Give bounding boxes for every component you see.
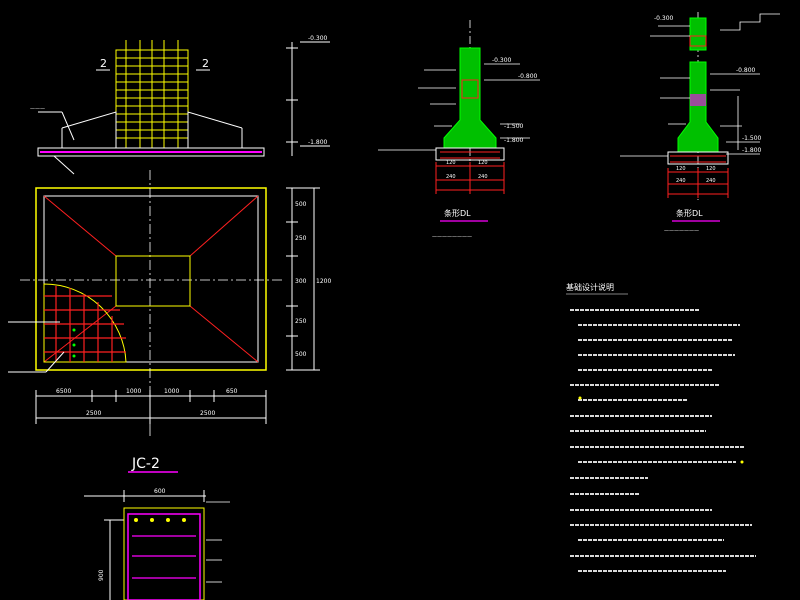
right-detail-title: 条形DL bbox=[676, 208, 703, 218]
left-dim-1: 120 bbox=[446, 160, 456, 166]
notes-text-lines bbox=[570, 309, 756, 572]
plan-dim-bottom-4: 650 bbox=[226, 388, 238, 395]
left-detail-caption: ———————— bbox=[432, 234, 472, 240]
jc2-top-dim: 600 bbox=[154, 488, 166, 495]
right-elev-bottom: -1.800 bbox=[742, 147, 762, 154]
plan-dim-right-total: 1200 bbox=[316, 278, 331, 285]
footing-elevation: 2 2 ——— -0.300 -1.800 bbox=[30, 35, 330, 175]
left-elev-bottom: -1.800 bbox=[504, 137, 524, 144]
elevation-leader-note: ——— bbox=[30, 106, 45, 112]
plan-dim-right bbox=[286, 187, 320, 371]
elevation-dim-right bbox=[286, 41, 330, 156]
right-dim-3: 240 bbox=[676, 178, 686, 184]
plan-dim-right-3: 300 bbox=[295, 278, 307, 285]
plan-dim-bottom-2: 1000 bbox=[126, 388, 141, 395]
plan-dim-right-1: 500 bbox=[295, 201, 307, 208]
plan-dim-bottom-3: 1000 bbox=[164, 388, 179, 395]
jc2-section: JC-2 600 900 bbox=[84, 456, 230, 600]
plan-dim-bottom bbox=[35, 390, 267, 424]
column-rebar-cage bbox=[115, 40, 189, 149]
rebar-mesh bbox=[43, 283, 127, 363]
section-mark-left: 2 bbox=[100, 57, 107, 70]
right-elev-top: -0.300 bbox=[654, 15, 674, 22]
column-outline bbox=[115, 255, 191, 307]
left-dim-3: 240 bbox=[446, 174, 456, 180]
jc2-side-dim: 900 bbox=[98, 569, 105, 581]
plan-dim-right-5: 500 bbox=[295, 351, 307, 358]
plan-dim-bottom-1: 6500 bbox=[56, 388, 71, 395]
right-elev-mid: -0.800 bbox=[736, 67, 756, 74]
notes-title: 基础设计说明 bbox=[566, 282, 614, 292]
plan-dim-right-4: 250 bbox=[295, 318, 307, 325]
jc2-title: JC-2 bbox=[131, 456, 160, 472]
plan-dim-right-2: 250 bbox=[295, 235, 307, 242]
left-elev-mid: -0.800 bbox=[518, 73, 538, 80]
right-elev-low: -1.500 bbox=[742, 135, 762, 142]
right-dim-4: 240 bbox=[706, 178, 716, 184]
right-dim-2: 120 bbox=[706, 166, 716, 172]
footing-plan: 500 250 300 250 500 1200 6500 1000 1000 … bbox=[8, 170, 331, 436]
footing-outline bbox=[37, 111, 265, 157]
section-mark-right: 2 bbox=[202, 57, 209, 70]
elevation-bottom-label: -1.800 bbox=[308, 139, 328, 146]
strip-footing-detail-right: -0.300 -0.800 -1.500 -1.800 120 120 240 … bbox=[620, 12, 780, 234]
elevation-top-label: -0.300 bbox=[308, 35, 328, 42]
right-dim-1: 120 bbox=[676, 166, 686, 172]
left-dim-4: 240 bbox=[478, 174, 488, 180]
plan-dim-bottom-total-2: 2500 bbox=[200, 410, 215, 417]
left-elev-top: -0.300 bbox=[492, 57, 512, 64]
design-notes: 基础设计说明 bbox=[566, 282, 756, 572]
strip-footing-detail-left: -0.300 -0.800 -1.500 -1.800 120 120 240 … bbox=[378, 20, 540, 240]
right-detail-caption: ——————— bbox=[664, 228, 699, 234]
plan-dim-bottom-total-1: 2500 bbox=[86, 410, 101, 417]
left-detail-title: 条形DL bbox=[444, 208, 471, 218]
left-dim-2: 120 bbox=[478, 160, 488, 166]
left-elev-low: -1.500 bbox=[504, 123, 524, 130]
